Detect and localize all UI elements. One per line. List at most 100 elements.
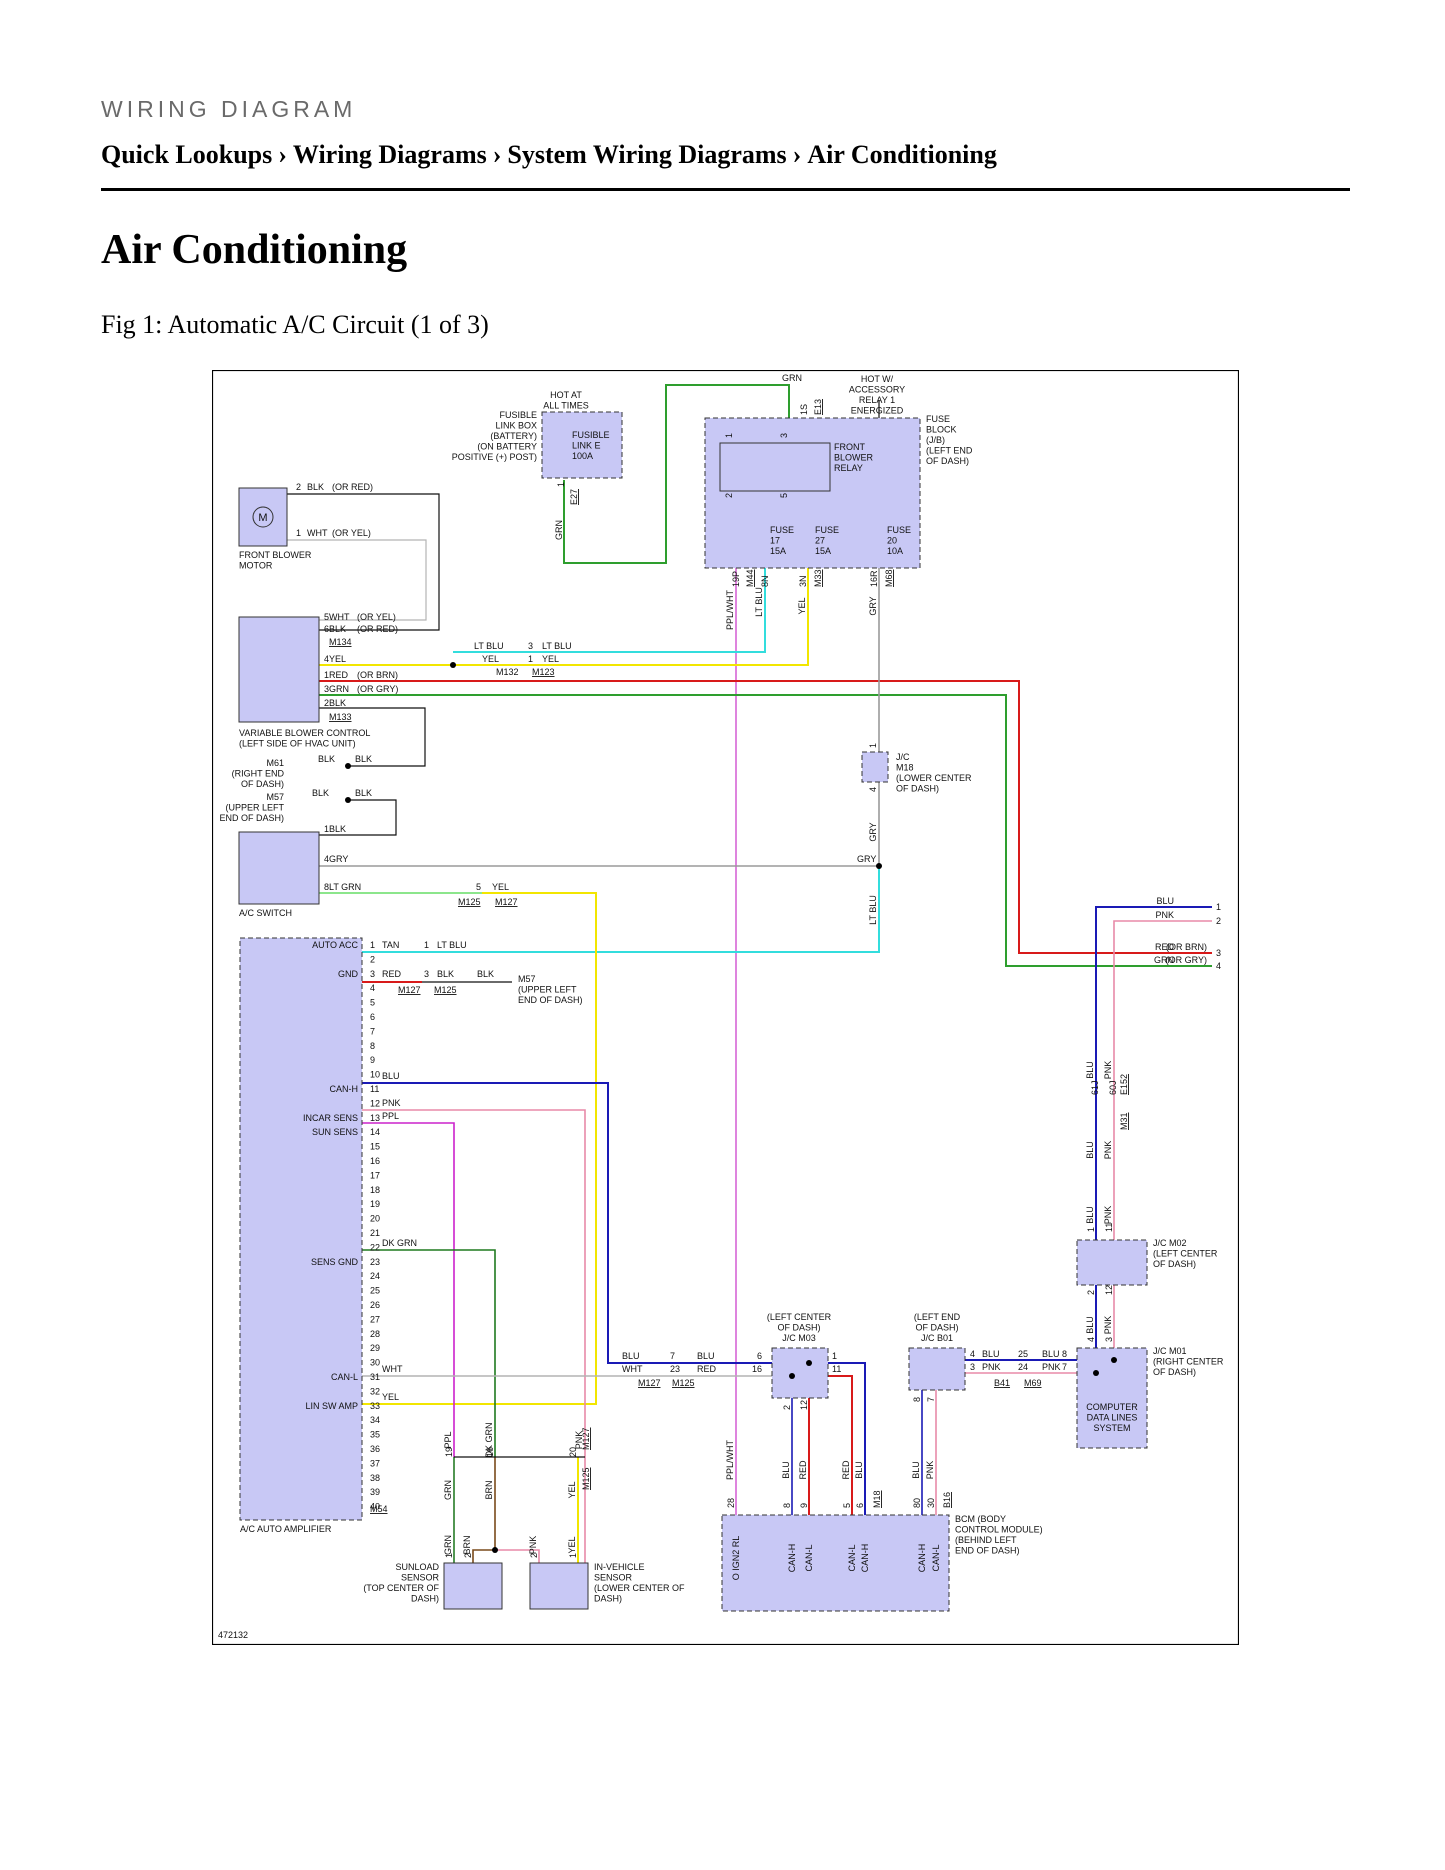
pin-number: 3 — [970, 1362, 975, 1372]
amp-pin-number: 36 — [370, 1444, 380, 1454]
hot-accessory-label: ENERGIZED — [851, 406, 904, 416]
fuse-17-label: 17 — [770, 536, 780, 546]
pin-number: 20 — [568, 1447, 578, 1457]
pin-number: 1 — [868, 743, 878, 748]
breadcrumb-separator: › — [492, 140, 502, 169]
connector-id: M31 — [1119, 1112, 1129, 1130]
splice-node — [492, 1547, 498, 1553]
wire-label: RED — [841, 1460, 851, 1480]
bcm-label: BCM (BODY — [955, 1514, 1006, 1524]
wire-label: BLU — [1085, 1061, 1095, 1079]
fuse-block-label: OF DASH) — [926, 456, 969, 466]
wire-label: GRN — [554, 520, 564, 540]
front-blower-motor-label: MOTOR — [239, 561, 273, 571]
m57-gnd-label: END OF DASH) — [518, 995, 583, 1005]
breadcrumb-item-system-wiring-diagrams[interactable]: System Wiring Diagrams — [507, 140, 787, 169]
computer-data-lines-label: SYSTEM — [1093, 1423, 1130, 1433]
wire-label: YEL — [567, 1481, 577, 1498]
breadcrumb-item-air-conditioning[interactable]: Air Conditioning — [807, 140, 997, 169]
pin-number: 1 — [444, 1553, 454, 1558]
bcm-pin-label: CAN-L — [931, 1544, 941, 1571]
m57-label: (UPPER LEFT — [225, 803, 284, 813]
in-vehicle-sensor — [529, 1562, 589, 1610]
m57-gnd-label: (UPPER LEFT — [518, 985, 577, 995]
wire-label: PNK — [528, 1536, 538, 1555]
wire-label: BLU — [1085, 1141, 1095, 1159]
wire-label: BLU — [1042, 1349, 1060, 1359]
fusible-link-e-label: LINK E — [572, 441, 601, 451]
wire-label: BLK — [329, 624, 346, 634]
pin-number: 4 — [324, 654, 329, 664]
wire-label: (OR YEL) — [332, 528, 371, 538]
connector-id: E13 — [813, 399, 823, 415]
connector-id: M125 — [434, 985, 457, 995]
wire-label: LT BLU — [437, 940, 467, 950]
front-blower-relay-label: BLOWER — [834, 453, 874, 463]
wire-lt-blu-m44 — [453, 568, 766, 653]
fuse-17-label: FUSE — [770, 525, 794, 535]
pin-number: 7 — [670, 1351, 675, 1361]
wire-ppl-sun — [362, 1122, 455, 1563]
pin-number: 3 — [779, 433, 789, 438]
cavity-id: 61J — [1090, 1080, 1100, 1095]
amp-pin-label: AUTO ACC — [312, 940, 358, 950]
bcm-pin-number: 80 — [912, 1498, 922, 1508]
breadcrumb-item-quick-lookups[interactable]: Quick Lookups — [101, 140, 273, 169]
m61-label: OF DASH) — [241, 779, 284, 789]
wire-label: BLK — [329, 698, 346, 708]
connector-id: M123 — [532, 667, 555, 677]
breadcrumb-separator: › — [278, 140, 287, 169]
wire-label: PNK — [1042, 1362, 1061, 1372]
pin-number: 1 — [324, 670, 329, 680]
wire-label: GRN — [329, 684, 349, 694]
edge-wire-alt: (OR BRN) — [1166, 942, 1207, 952]
amp-pin-number: 29 — [370, 1343, 380, 1353]
wire-label: YEL — [329, 654, 346, 664]
wire-label: GRY — [868, 822, 878, 841]
variable-blower-control — [238, 616, 320, 723]
bcm-pin-number: 30 — [926, 1498, 936, 1508]
wire-yel-m33 — [315, 568, 809, 666]
amp-pin-number: 33 — [370, 1401, 380, 1411]
connector-id: B41 — [994, 1378, 1010, 1388]
amp-pin-number: 3 — [370, 969, 375, 979]
fuse-block-label: (J/B) — [926, 435, 945, 445]
cavity-id: 3N — [798, 575, 808, 587]
wire-blu-m03-right — [828, 1362, 866, 1515]
wire-label: BLU — [382, 1071, 400, 1081]
amp-pin-number: 10 — [370, 1070, 380, 1080]
amp-pin-number: 14 — [370, 1127, 380, 1137]
cavity-id: 19P — [731, 571, 741, 587]
jc-m18-label: M18 — [896, 763, 914, 773]
fuse-27-label: FUSE — [815, 525, 839, 535]
breadcrumb-item-wiring-diagrams[interactable]: Wiring Diagrams — [292, 140, 487, 169]
breadcrumb-separator: › — [792, 140, 802, 169]
pin-number: 2 — [724, 493, 734, 498]
jc-m02-label: OF DASH) — [1153, 1259, 1196, 1269]
wire-label: LT GRN — [329, 882, 361, 892]
splice-node — [345, 763, 351, 769]
fusible-link-e-label: FUSIBLE — [572, 430, 610, 440]
amp-pin-number: 11 — [370, 1084, 379, 1094]
fuse-block-label: BLOCK — [926, 425, 957, 435]
jc-m02 — [1076, 1239, 1148, 1286]
fusible-link-box-label: (BATTERY) — [490, 431, 537, 441]
wire-label: BLK — [355, 788, 372, 798]
wire-label: BLU — [697, 1351, 715, 1361]
amp-pin-number: 19 — [370, 1199, 380, 1209]
connector-id: M68 — [884, 569, 894, 587]
splice-nodes-layer — [345, 662, 1117, 1553]
fusible-link-box-label: FUSIBLE — [499, 410, 537, 420]
pin-number: 4 — [324, 854, 329, 864]
wire-label: PPL/WHT — [725, 1440, 735, 1481]
wire-label: LT BLU — [474, 641, 504, 651]
pin-number: 8 — [1062, 1349, 1067, 1359]
amp-pin-number: 15 — [370, 1142, 380, 1152]
edge-wire-label: PNK — [1155, 910, 1174, 920]
pin-number: 1 — [832, 1351, 837, 1361]
in-vehicle-sensor-label: DASH) — [594, 1594, 622, 1604]
wire-label: YEL — [482, 654, 499, 664]
jc-m18-label: (LOWER CENTER — [896, 773, 972, 783]
wire-label: PNK — [925, 1461, 935, 1480]
